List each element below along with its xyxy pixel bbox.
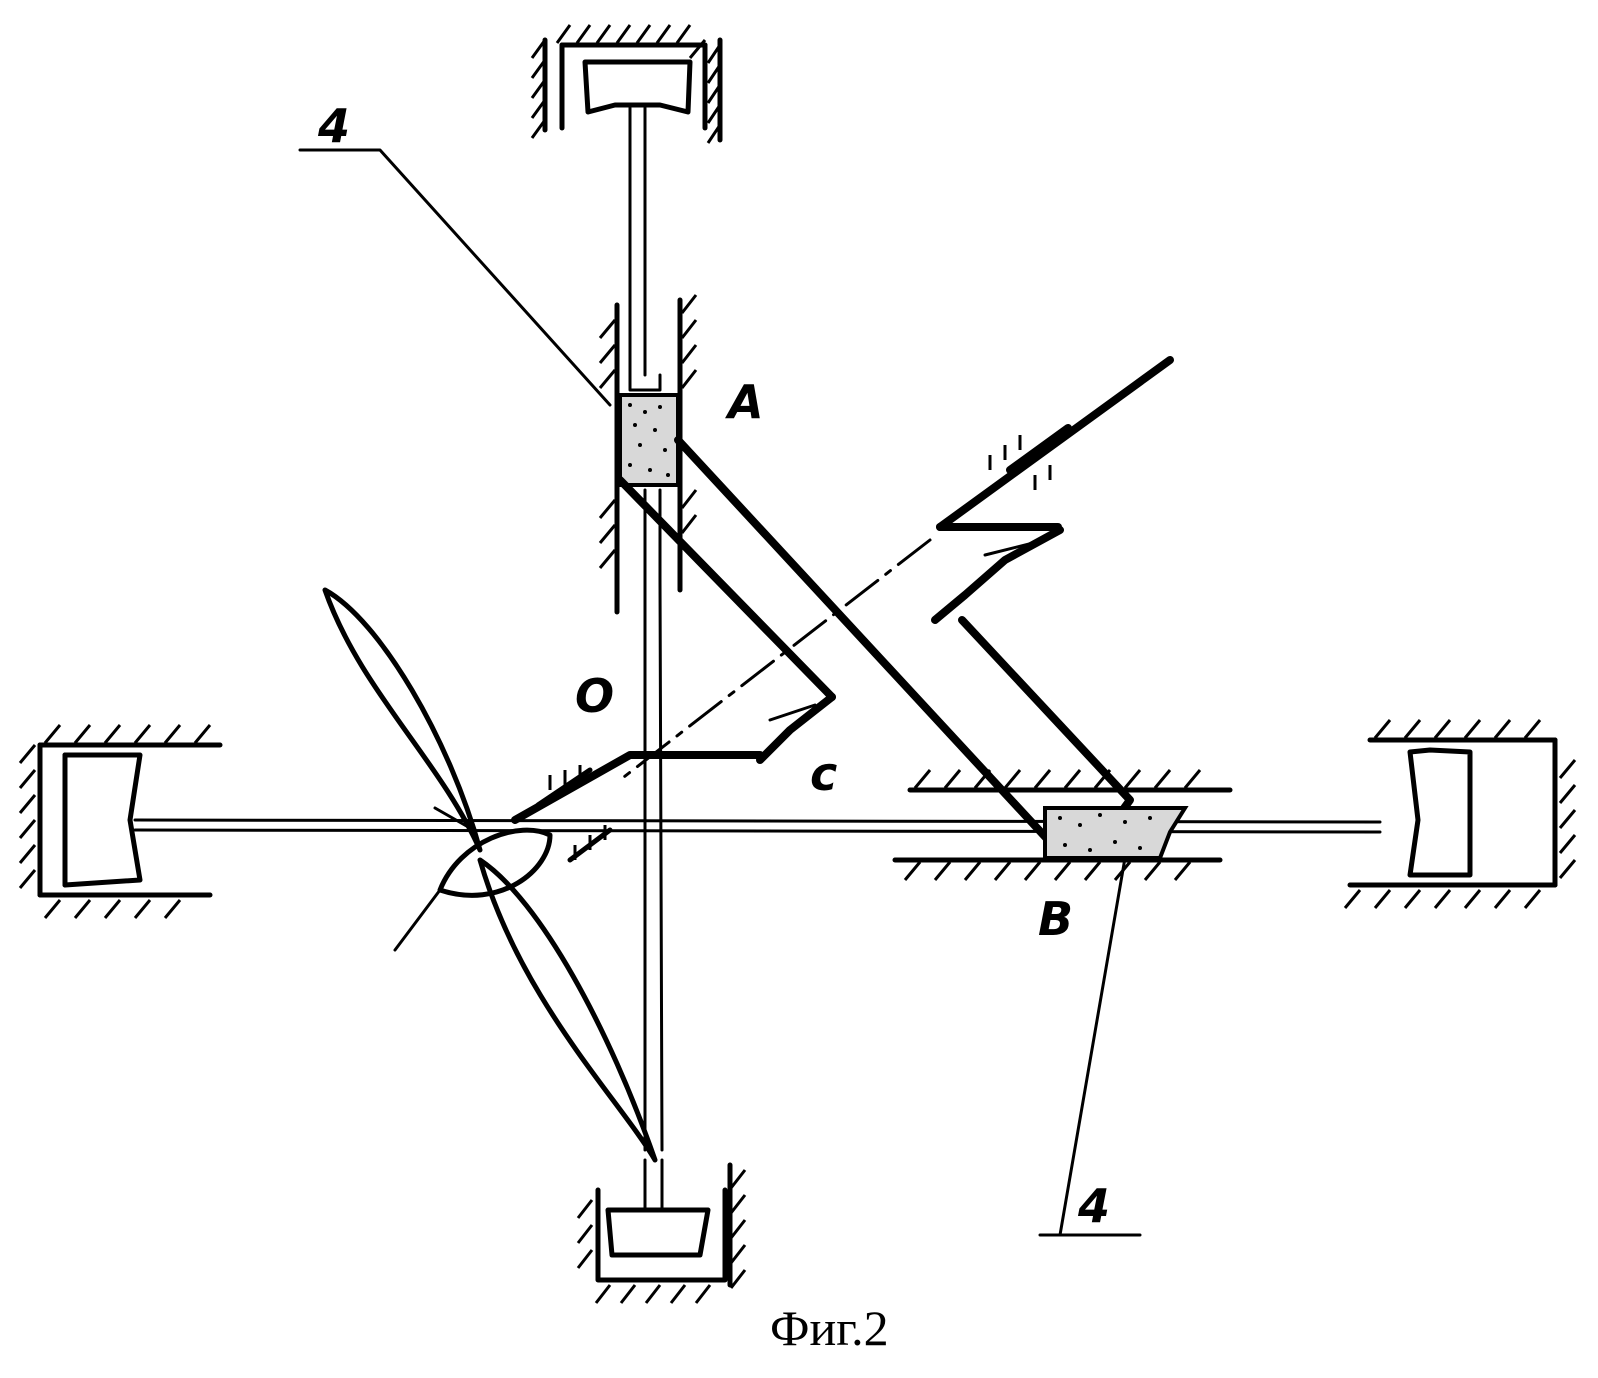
propeller <box>322 587 658 1163</box>
right-cylinder <box>1343 719 1577 909</box>
upper-diagonal-support <box>936 356 1174 531</box>
top-cylinder <box>530 24 723 377</box>
bottom-cylinder <box>576 1158 747 1304</box>
slider-block-a <box>618 393 680 487</box>
connecting-rod-ab <box>616 436 1134 859</box>
reference-label-bottom: 4 <box>1077 1179 1110 1233</box>
lower-horizontal-guide <box>892 769 1233 881</box>
point-b-label: B <box>1038 892 1073 946</box>
figure-caption: Фиг.2 <box>770 1300 889 1356</box>
slider-block-b <box>1043 806 1189 860</box>
leader-lines <box>298 148 1142 1237</box>
point-o-label: O <box>575 669 614 723</box>
reference-label-top: 4 <box>317 99 350 153</box>
point-a-label: A <box>725 375 764 429</box>
crank-axis <box>511 538 932 863</box>
point-c-label: c <box>810 747 837 801</box>
